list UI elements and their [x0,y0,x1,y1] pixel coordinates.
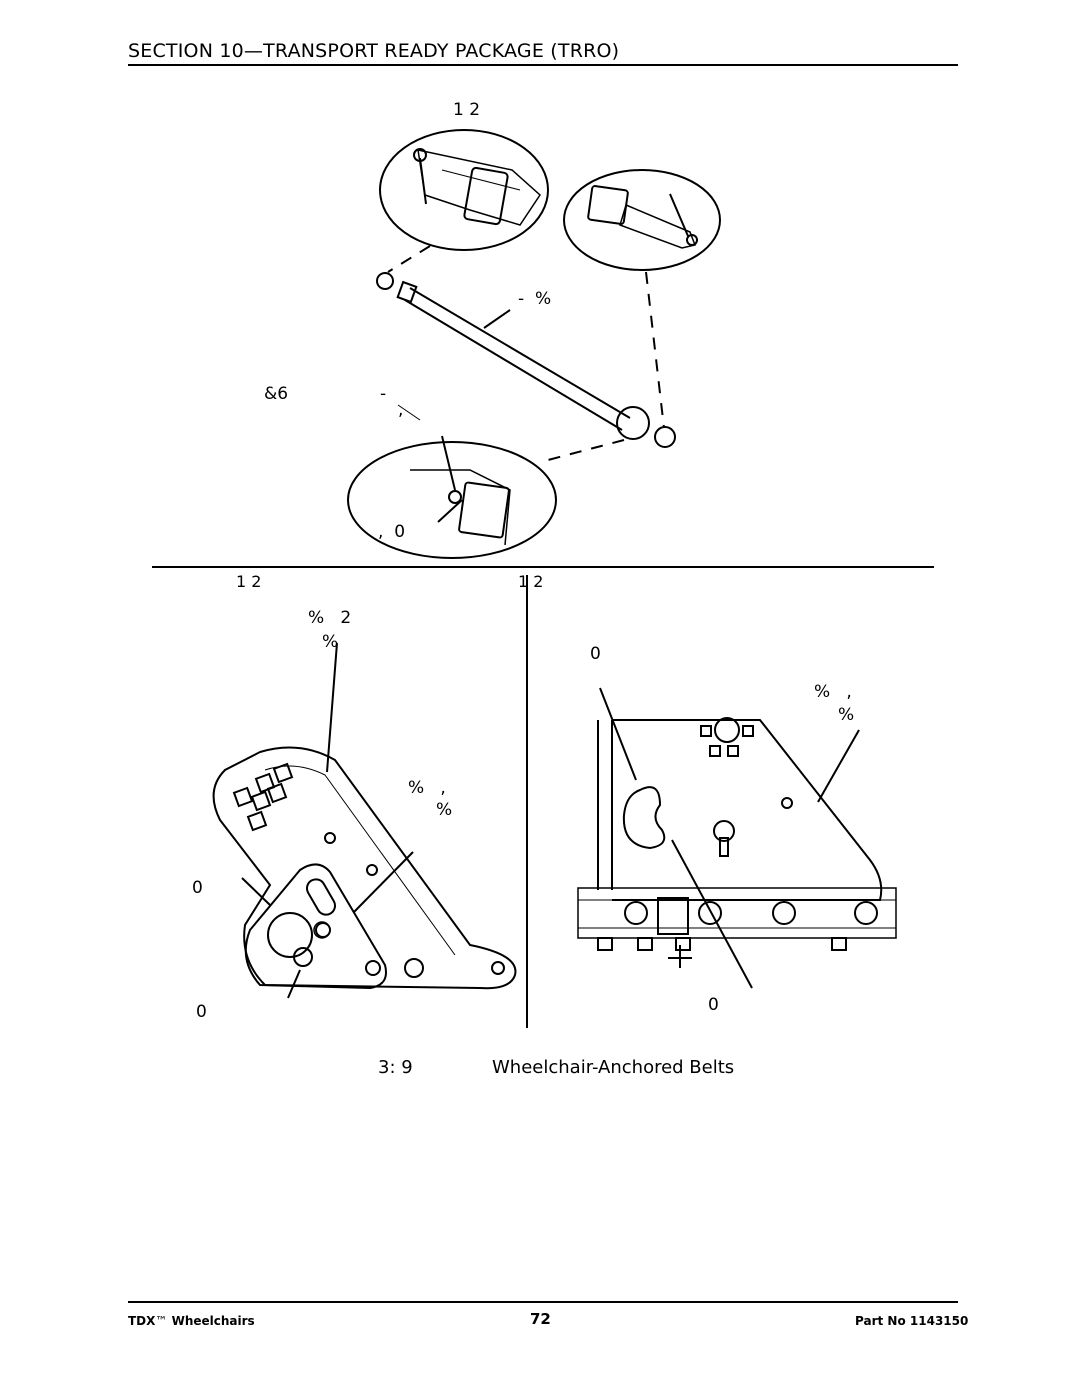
left-callout-c: % , [408,778,446,798]
anchor-bracket-left [212,642,517,999]
figure-caption-number: 3: 9 [378,1057,413,1078]
trademark-symbol: ™ [155,1314,168,1328]
left-callout-a: % 2 [308,608,352,628]
part-label: Part No [855,1314,906,1328]
anchor-bracket-right [577,687,897,989]
ji-callout-label-a: - [380,384,387,404]
left-callout-b: % [322,632,339,652]
detail-circle-top-left [379,129,549,251]
right-panel-header-label: 1 2 [518,572,544,591]
right-callout-b: % , [814,682,852,702]
right-callout-a: 0 [590,644,601,664]
footer-product: TDX™ Wheelchairs [128,1314,255,1328]
left-callout-f: 0 [196,1002,207,1022]
detail-circle-top-right [563,169,721,271]
part-number: 1143150 [909,1314,969,1328]
footer-part-number: Part No 1143150 [855,1314,968,1328]
left-callout-d: % [436,800,453,820]
page-number: 72 [530,1310,551,1328]
header-rule [128,64,958,66]
left-panel-header-label: 1 2 [236,572,262,591]
right-callout-d: 0 [708,995,719,1015]
right-callout-c: % [838,705,855,725]
figure-caption-text: Wheelchair-Anchored Belts [492,1057,735,1078]
registered-mark [313,921,331,939]
footer-brand: TDX [128,1314,156,1328]
ji-callout-label-b: , [398,400,404,420]
dashed-connectors [387,245,665,461]
cs-callout-label: &6 [264,384,289,404]
top-callout-label: 1 2 [453,100,481,120]
detail-circle-lower [347,435,557,559]
belt-strap [376,272,676,448]
footer-product-name: Wheelchairs [171,1314,255,1328]
belt-callout-label: - % [518,289,552,309]
section-title: SECTION 10—TRANSPORT READY PACKAGE (TRRO… [128,40,620,62]
left-callout-e: 0 [192,878,203,898]
lower-callout-label: , 0 [378,522,406,542]
